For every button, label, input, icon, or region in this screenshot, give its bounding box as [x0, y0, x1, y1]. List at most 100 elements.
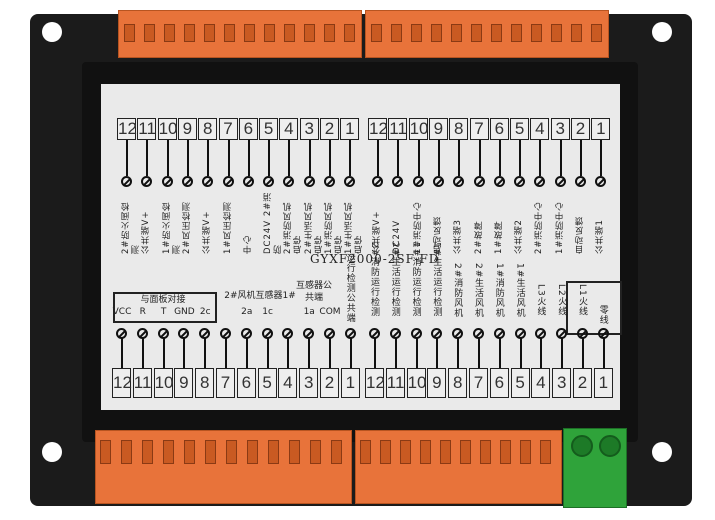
- terminal-label: 2#消防中心: [534, 201, 545, 254]
- terminal-number: 9: [428, 118, 448, 140]
- terminal-screw[interactable]: [575, 176, 586, 187]
- terminal-slot: [451, 24, 462, 42]
- terminal-screw[interactable]: [392, 176, 404, 187]
- terminal-screw[interactable]: [431, 328, 443, 339]
- wire: [225, 338, 227, 368]
- wire: [183, 338, 186, 368]
- terminal-screw[interactable]: [453, 176, 465, 187]
- terminal-screw[interactable]: [220, 328, 231, 339]
- terminal-number: 2: [320, 368, 339, 398]
- wire: [539, 140, 542, 176]
- terminal-slot: [204, 24, 215, 42]
- terminal-screw[interactable]: [344, 176, 356, 187]
- terminal-number: 3: [552, 368, 572, 398]
- terminal-screw[interactable]: [493, 176, 505, 187]
- wire: [457, 338, 460, 368]
- terminal-screw[interactable]: [283, 176, 295, 187]
- terminal-screw[interactable]: [161, 176, 173, 187]
- terminal-screw[interactable]: [178, 328, 190, 339]
- wire: [288, 140, 291, 176]
- terminal-screw[interactable]: [324, 176, 335, 187]
- terminal-label: 1#消防运行检测: [410, 242, 421, 318]
- terminal-screw[interactable]: [240, 328, 252, 339]
- terminal-screw[interactable]: [263, 176, 275, 187]
- terminal-slot: [121, 440, 132, 464]
- terminal-screw[interactable]: [222, 176, 234, 187]
- terminal-screw[interactable]: [493, 328, 505, 339]
- terminal-label: 中心: [242, 235, 253, 254]
- terminal-screw[interactable]: [303, 328, 315, 339]
- terminal-block-bottom-left: [95, 430, 352, 504]
- wire: [602, 338, 605, 368]
- terminal-screw[interactable]: [199, 328, 211, 339]
- terminal-screw[interactable]: [412, 176, 424, 187]
- terminal-label: 公共端1: [595, 219, 606, 254]
- terminal-number: 7: [469, 118, 489, 140]
- terminal-label: 运行检测公共端: [344, 252, 355, 323]
- terminal-screw[interactable]: [432, 176, 444, 187]
- wire: [268, 140, 271, 176]
- terminal-screw[interactable]: [282, 328, 294, 339]
- wire: [498, 338, 501, 368]
- screw-icon: [599, 435, 621, 457]
- terminal-label: 2#故障: [473, 220, 484, 254]
- terminal-screw[interactable]: [181, 176, 193, 187]
- terminal-number: 6: [489, 118, 509, 140]
- terminal-screw[interactable]: [372, 176, 383, 187]
- terminal-label: R: [139, 307, 146, 317]
- terminal-screw[interactable]: [473, 328, 484, 339]
- terminal-screw[interactable]: [473, 176, 485, 187]
- terminal-screw[interactable]: [242, 176, 254, 187]
- terminal-screw[interactable]: [344, 328, 356, 339]
- terminal-screw[interactable]: [514, 328, 526, 339]
- terminal-screw[interactable]: [141, 176, 153, 187]
- terminal-number: 5: [259, 118, 279, 140]
- terminal-slot: [144, 24, 155, 42]
- terminal-number: 6: [238, 118, 258, 140]
- terminal-label: 1#消防中心: [554, 201, 565, 254]
- terminal-screw[interactable]: [595, 176, 607, 187]
- terminal-slot: [244, 24, 255, 42]
- terminal-number: 7: [216, 368, 235, 398]
- panel-interface-box: [113, 292, 217, 323]
- terminal-slot: [205, 440, 216, 464]
- terminal-block-top-left: [118, 10, 362, 58]
- terminal-screw[interactable]: [303, 176, 315, 187]
- terminal-screw[interactable]: [577, 328, 588, 339]
- terminal-screw[interactable]: [202, 176, 214, 187]
- terminal-slot: [264, 24, 275, 42]
- terminal-screw[interactable]: [534, 176, 546, 187]
- wire: [559, 140, 562, 176]
- terminal-screw[interactable]: [554, 176, 566, 187]
- terminal-screw[interactable]: [324, 328, 335, 339]
- wire: [287, 338, 290, 368]
- terminal-screw[interactable]: [369, 328, 380, 339]
- terminal-screw[interactable]: [157, 328, 169, 339]
- terminal-screw[interactable]: [597, 328, 609, 339]
- wire: [519, 140, 522, 176]
- terminal-label: 2#生活风机启停: [303, 201, 324, 254]
- terminal-screw[interactable]: [556, 328, 568, 339]
- terminal-slot: [289, 440, 300, 464]
- mount-hole: [42, 22, 62, 42]
- terminal-screw[interactable]: [389, 328, 401, 339]
- terminal-screw[interactable]: [261, 328, 273, 339]
- terminal-screw[interactable]: [535, 328, 547, 339]
- terminal-number: 1: [340, 368, 360, 398]
- terminal-screw[interactable]: [121, 176, 132, 187]
- terminal-screw[interactable]: [116, 328, 127, 339]
- terminal-number: 10: [157, 118, 178, 140]
- terminal-number: 5: [257, 368, 277, 398]
- screw-icon: [571, 435, 593, 457]
- terminal-label: L1火线: [577, 284, 587, 317]
- terminal-slot: [224, 24, 235, 42]
- terminal-number: 4: [279, 118, 299, 140]
- terminal-screw[interactable]: [514, 176, 526, 187]
- terminal-number: 12: [368, 118, 388, 140]
- terminal-screw[interactable]: [452, 328, 464, 339]
- terminal-screw[interactable]: [136, 328, 148, 339]
- terminal-slot: [380, 440, 391, 464]
- terminal-number: 10: [406, 368, 427, 398]
- terminal-screw[interactable]: [410, 328, 422, 339]
- wire: [437, 140, 440, 176]
